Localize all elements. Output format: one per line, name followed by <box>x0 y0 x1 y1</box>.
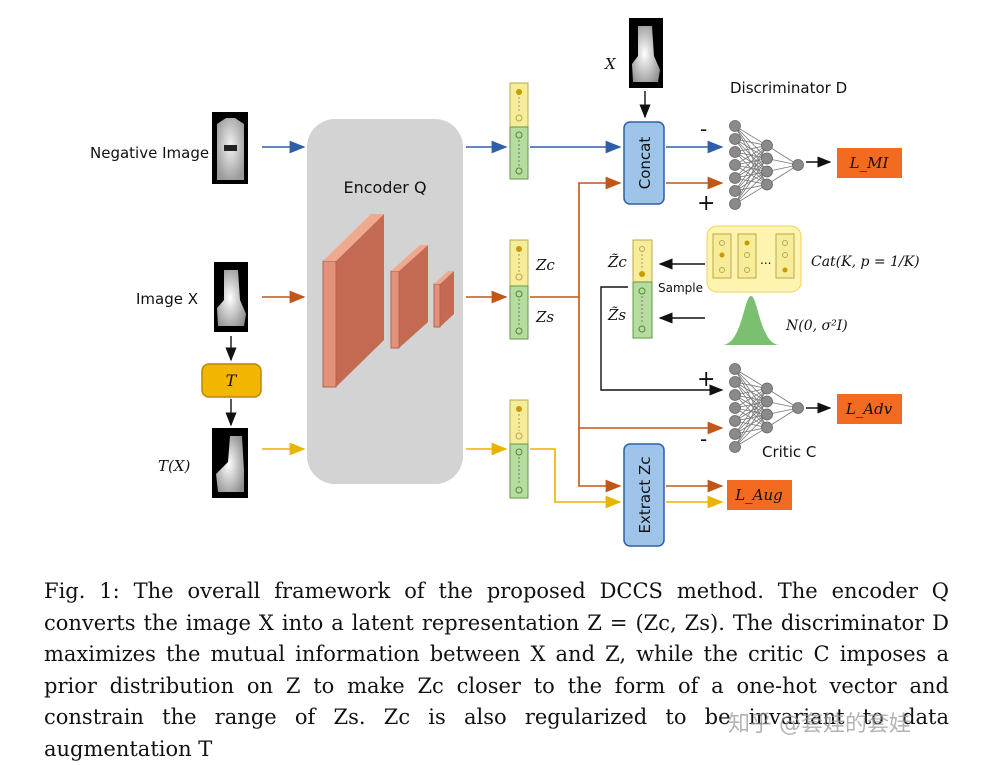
discriminator-node <box>761 178 773 191</box>
critic-edge <box>766 388 799 409</box>
critic-edge <box>766 407 799 428</box>
discriminator-network <box>729 120 804 210</box>
zc-label: Zc <box>535 256 555 274</box>
critic-edge <box>734 388 768 409</box>
latent-vector-negative <box>509 82 529 180</box>
discriminator-node <box>761 152 773 165</box>
negative-image-label: Negative Image <box>90 144 209 162</box>
discriminator-edge <box>734 171 768 205</box>
loss-adv-label: L_Adv <box>845 400 893 418</box>
transform-t-box: T <box>201 363 262 398</box>
loss-mi-box: L_MI <box>837 148 902 178</box>
arrow-latent-x-to-concat <box>530 176 622 298</box>
x-top-label: X <box>604 55 617 73</box>
discriminator-node <box>761 139 773 152</box>
critic-node <box>729 441 741 453</box>
discriminator-node <box>729 133 741 145</box>
image-x-thumbnail <box>214 262 248 332</box>
critic-node <box>729 376 741 388</box>
sampled-latent-vector <box>632 239 653 339</box>
discriminator-edge <box>734 184 768 205</box>
concat-box: Concat <box>623 121 665 205</box>
critic-network <box>729 363 804 453</box>
critic-label: Critic C <box>762 443 816 461</box>
discriminator-plus-sign: + <box>697 191 715 216</box>
negative-image-thumbnail <box>212 112 248 184</box>
prior-ellipsis: ... <box>760 253 771 267</box>
discriminator-node <box>729 120 741 132</box>
discriminator-node <box>792 159 804 171</box>
encoder-label: Encoder Q <box>343 178 426 197</box>
gaussian-prior-shape <box>722 296 780 345</box>
discriminator-edge <box>766 164 799 185</box>
critic-node <box>761 395 773 408</box>
loss-mi-label: L_MI <box>849 154 890 172</box>
critic-node <box>761 382 773 395</box>
arrow-sample-to-critic <box>600 286 724 396</box>
tilde-zc-label: Z̃c <box>607 253 627 271</box>
critic-node <box>729 402 741 414</box>
image-x-label: Image X <box>136 290 198 308</box>
discriminator-edge <box>734 145 768 179</box>
discriminator-node <box>729 172 741 184</box>
transform-t-label: T <box>226 371 238 390</box>
loss-aug-label: L_Aug <box>734 486 783 504</box>
critic-node <box>729 415 741 427</box>
categorical-label: Cat(K, p = 1/K) <box>811 254 920 270</box>
discriminator-node <box>761 165 773 178</box>
categorical-prior-box: ... <box>706 225 802 293</box>
tilde-zs-label: Z̃s <box>607 306 626 324</box>
concat-label: Concat <box>636 137 654 190</box>
discriminator-label: Discriminator D <box>730 79 847 97</box>
critic-plus-sign: + <box>697 367 715 392</box>
critic-edge <box>734 388 768 448</box>
discriminator-edge <box>734 145 768 166</box>
discriminator-node <box>729 185 741 197</box>
critic-node <box>729 363 741 375</box>
discriminator-node <box>729 198 741 210</box>
discriminator-edge <box>734 125 768 146</box>
critic-edge <box>734 401 768 448</box>
critic-node <box>761 421 773 434</box>
normal-prior-label: N(0, σ²I) <box>785 318 848 334</box>
watermark-text: 知乎 @套娃的套娃 <box>728 712 911 737</box>
discriminator-edge <box>734 145 768 192</box>
zs-label: Zs <box>535 308 554 326</box>
latent-vector-tx <box>509 399 529 499</box>
arrow-latent-x-to-extract <box>578 428 622 493</box>
critic-node <box>761 408 773 421</box>
framework-diagram: Negative Image Image X T T(X) Encoder Q <box>90 18 920 547</box>
critic-edge <box>734 368 768 389</box>
t-of-x-label: T(X) <box>158 457 191 475</box>
discriminator-node <box>729 146 741 158</box>
discriminator-minus-sign: - <box>700 117 707 141</box>
conv-layer-small <box>433 271 454 328</box>
image-x-top-thumbnail <box>629 18 663 88</box>
arrow-latent-tx-to-extract <box>530 448 622 509</box>
critic-edge <box>734 427 768 448</box>
discriminator-node <box>729 159 741 171</box>
critic-edge <box>734 388 768 422</box>
encoder-block: Encoder Q <box>307 119 463 484</box>
discriminator-edge <box>734 158 768 205</box>
critic-edge <box>734 414 768 448</box>
conv-layer-medium <box>390 245 428 349</box>
figure-caption: Fig. 1: The overall framework of the pro… <box>44 579 949 761</box>
discriminator-edge <box>766 145 799 166</box>
critic-node <box>792 402 804 414</box>
sample-label: Sample <box>658 281 703 295</box>
extract-zc-box: Extract Zc <box>623 443 665 547</box>
latent-vector-x <box>509 239 529 340</box>
conv-layer-large <box>322 214 384 388</box>
critic-minus-sign: - <box>700 427 707 451</box>
extract-zc-label: Extract Zc <box>636 456 654 533</box>
discriminator-edge <box>734 145 768 205</box>
critic-node <box>729 389 741 401</box>
critic-edge <box>734 388 768 435</box>
loss-adv-box: L_Adv <box>837 394 902 424</box>
critic-node <box>729 428 741 440</box>
augmented-image-thumbnail <box>212 428 248 498</box>
loss-aug-box: L_Aug <box>727 480 792 510</box>
